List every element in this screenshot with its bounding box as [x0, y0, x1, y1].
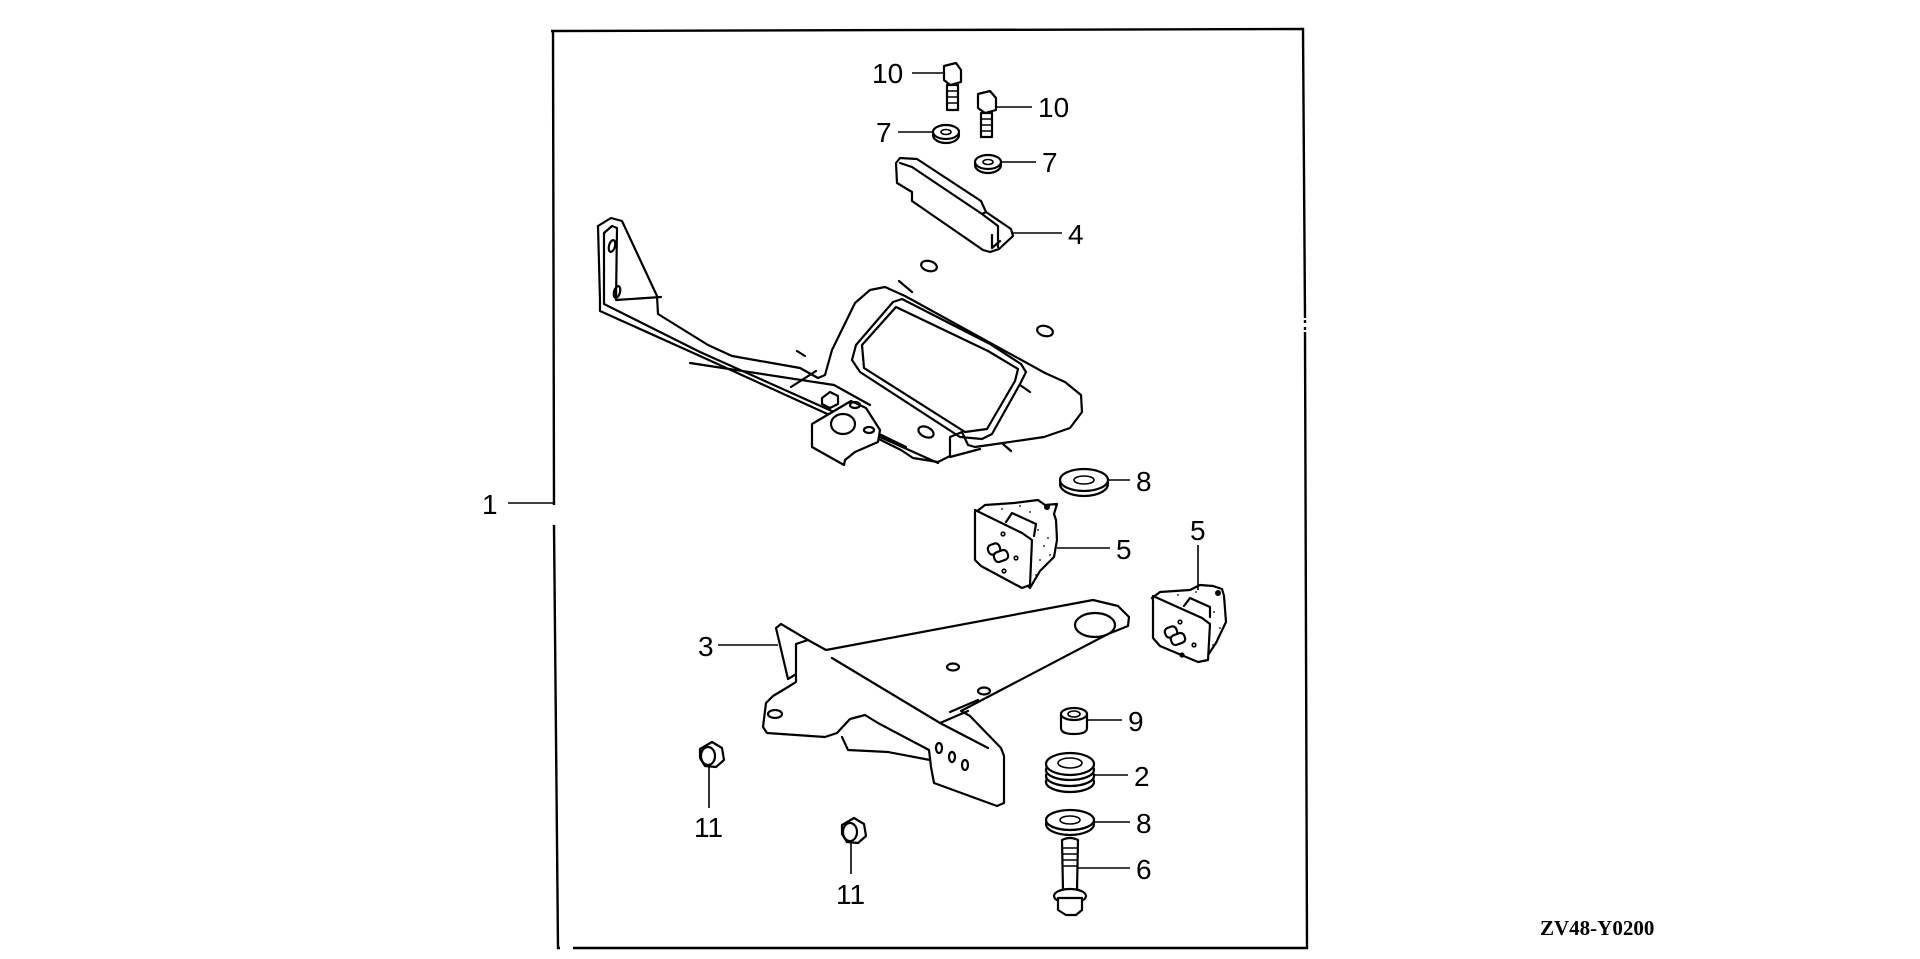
- svg-text:8: 8: [1136, 466, 1152, 497]
- washer-part-8b[interactable]: [1044, 808, 1096, 837]
- callout-4[interactable]: 4: [1013, 219, 1084, 250]
- callout-1[interactable]: 1: [482, 489, 555, 520]
- callout-10b[interactable]: 10: [996, 92, 1069, 123]
- svg-text:9: 9: [1128, 706, 1144, 737]
- bracket-cover-part-4[interactable]: [894, 156, 1015, 254]
- callout-9[interactable]: 9: [1087, 706, 1144, 737]
- svg-text:10: 10: [872, 58, 903, 89]
- rubber-mount-part-5b[interactable]: [1150, 583, 1228, 664]
- nut-part-11a[interactable]: [698, 740, 726, 769]
- nut-part-11b[interactable]: [840, 816, 868, 845]
- svg-text:11: 11: [694, 812, 723, 843]
- svg-text:5: 5: [1190, 515, 1206, 546]
- assembly-frame: [550, 27, 1309, 950]
- callout-5b[interactable]: 5: [1190, 515, 1206, 590]
- svg-text:7: 7: [1042, 147, 1058, 178]
- svg-text:10: 10: [1038, 92, 1069, 123]
- svg-text:2: 2: [1134, 761, 1150, 792]
- callout-7b[interactable]: 7: [1001, 147, 1058, 178]
- grommet-part-2[interactable]: [1044, 751, 1096, 794]
- svg-text:7: 7: [876, 117, 892, 148]
- washer-part-7a[interactable]: [931, 123, 961, 145]
- callout-10a[interactable]: 10: [872, 58, 944, 89]
- washer-part-7b[interactable]: [973, 153, 1003, 175]
- callout-11b[interactable]: 11: [836, 843, 865, 910]
- collar-part-9[interactable]: [1059, 706, 1089, 736]
- svg-text:4: 4: [1068, 219, 1084, 250]
- bolt-part-10a[interactable]: [942, 61, 963, 112]
- callout-8b[interactable]: 8: [1094, 808, 1152, 839]
- svg-text:6: 6: [1136, 854, 1152, 885]
- callout-11a[interactable]: 11: [694, 767, 723, 843]
- bracket-part-3[interactable]: [761, 598, 1131, 808]
- callout-8a[interactable]: 8: [1108, 466, 1152, 497]
- washer-part-8a[interactable]: [1058, 467, 1110, 498]
- callout-2[interactable]: 2: [1094, 761, 1150, 792]
- flange-bolt-part-6[interactable]: [1052, 836, 1088, 917]
- svg-text:5: 5: [1116, 534, 1132, 565]
- callout-6[interactable]: 6: [1077, 854, 1152, 885]
- svg-text:11: 11: [836, 879, 865, 910]
- svg-text:3: 3: [698, 631, 714, 662]
- rubber-mount-part-5a[interactable]: [973, 498, 1059, 590]
- main-frame-part[interactable]: [596, 216, 1084, 467]
- bolt-part-10b[interactable]: [976, 89, 998, 139]
- callout-5a[interactable]: 5: [1057, 534, 1132, 565]
- svg-text:8: 8: [1136, 808, 1152, 839]
- callout-7a[interactable]: 7: [876, 117, 933, 148]
- drawing-code: ZV48-Y0200: [1540, 916, 1654, 940]
- callout-3[interactable]: 3: [698, 631, 778, 662]
- svg-text:1: 1: [482, 489, 498, 520]
